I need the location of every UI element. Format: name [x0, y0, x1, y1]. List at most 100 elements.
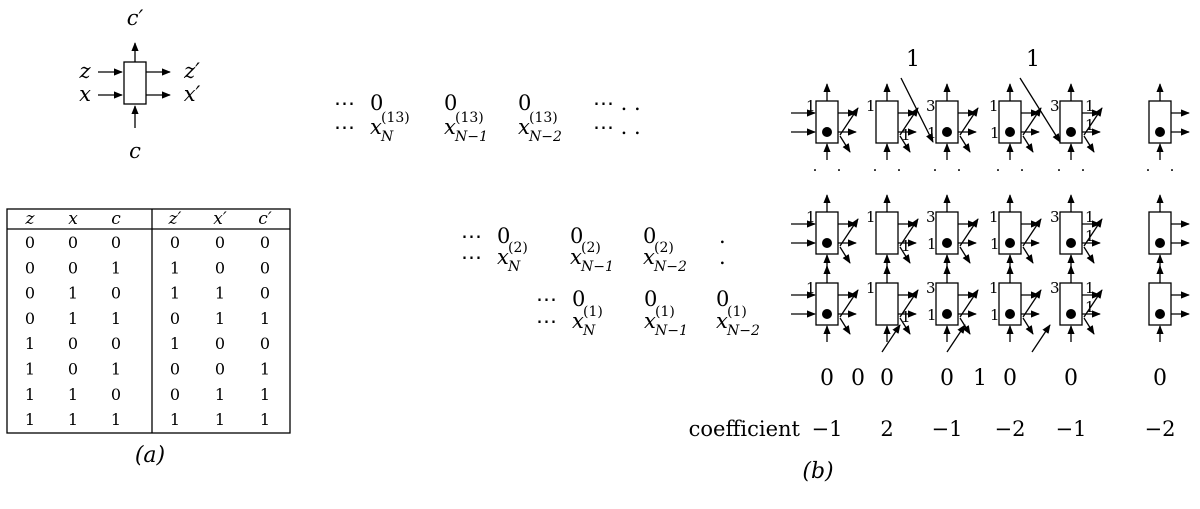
table-cell: 1 [260, 309, 270, 328]
x-superscript: (13) [381, 110, 410, 126]
ellipsis-dot: · [1057, 161, 1062, 179]
table-cell: 1 [68, 410, 78, 429]
weight-dot [1155, 238, 1165, 248]
edge-label-1: 1 [990, 306, 1000, 324]
x-symbol: x [497, 245, 509, 269]
table-cell: 1 [111, 410, 121, 429]
weight-dot [1005, 127, 1015, 137]
diagonal-up-arrow [839, 289, 859, 318]
table-cell: 1 [25, 360, 35, 379]
table-cell: 0 [111, 284, 121, 303]
edge-label-1: 1 [866, 208, 876, 226]
edge-label-1: 1 [989, 208, 999, 226]
coefficient-value: −1 [812, 417, 843, 441]
table-cell: 1 [25, 385, 35, 404]
zero-digit: 0 [643, 224, 656, 248]
x-superscript: (1) [583, 304, 603, 320]
row-13-trailing-dots: ⋯ . . [593, 91, 641, 115]
table-cell: 0 [215, 233, 225, 252]
zero-digit: 0 [572, 287, 585, 311]
edge-label-1: 1 [989, 97, 999, 115]
x-in-label: x [79, 82, 91, 106]
table-header-cell: z [25, 209, 36, 229]
table-frame [6, 208, 291, 434]
cell-diagram: c′ c z x z′ x′ [78, 6, 200, 163]
edge-label-1: 1 [1085, 208, 1095, 226]
diagonal-down-arrow [899, 135, 911, 153]
diagonal-up-arrow [1083, 107, 1103, 136]
table-cell: 1 [215, 284, 225, 303]
table-header-cell: z′ [168, 209, 182, 229]
weight-dot [1005, 238, 1015, 248]
array-cell [1148, 83, 1190, 160]
zero-digit: 0 [716, 287, 729, 311]
x-subscript: N−1 [454, 129, 488, 145]
table-cell: 0 [215, 334, 225, 353]
diagonal-down-arrow [1083, 246, 1095, 264]
bottom-feed-arrow [881, 324, 901, 353]
caption-b: (b) [802, 459, 833, 484]
bottom-value: 1 [973, 366, 987, 391]
x-superscript: (2) [581, 240, 601, 256]
table-cell: 0 [170, 233, 180, 252]
edge-label-3: 3 [1050, 279, 1060, 297]
x-subscript: N−2 [528, 129, 562, 145]
table-cell: 1 [170, 334, 180, 353]
x-subscript: N [582, 323, 596, 339]
dots-top: ⋯ [334, 91, 355, 115]
x-out-label: x′ [184, 82, 201, 106]
z-in-label: z [78, 59, 91, 83]
ellipsis-dot: · [1146, 161, 1151, 179]
weight-dot [1005, 309, 1015, 319]
array-cell: 11 [866, 265, 919, 342]
ellipsis-dot: · [1170, 161, 1175, 179]
x-superscript: (1) [727, 304, 747, 320]
table-header-cell: x′ [213, 209, 227, 229]
table-cell: 1 [215, 410, 225, 429]
diagonal-up-arrow [1022, 107, 1042, 136]
array-cell: 31 [926, 265, 979, 342]
bottom-value: 0 [851, 366, 865, 391]
x-subscript: N−1 [654, 323, 688, 339]
table-cell: 1 [68, 309, 78, 328]
edge-label-3: 3 [926, 208, 936, 226]
coefficient-value: −2 [995, 417, 1026, 441]
ellipsis-dot: · [1020, 161, 1025, 179]
x-superscript: (1) [655, 304, 675, 320]
array-cell: 11 [989, 194, 1042, 271]
cell-box [875, 211, 899, 255]
diagonal-down-arrow [839, 135, 851, 153]
edge-label-1: 1 [901, 308, 911, 326]
x-symbol: x [716, 309, 728, 333]
array-cell [1148, 265, 1190, 342]
table-cell: 1 [260, 410, 270, 429]
dots-top: ⋯ [536, 287, 557, 311]
table-cell: 0 [25, 309, 35, 328]
table-cell: 1 [215, 309, 225, 328]
edge-label-1: 1 [866, 279, 876, 297]
table-header-cell: x [68, 209, 78, 229]
table-cell: 1 [170, 284, 180, 303]
table-header-cell: c [111, 209, 121, 229]
feed-arrow [900, 77, 934, 143]
array-cell: 1 [791, 194, 859, 271]
bottom-value: 0 [1153, 366, 1167, 391]
edge-label-1: 1 [990, 124, 1000, 142]
diagonal-up-arrow [839, 218, 859, 247]
dots-bottom: ⋯ [461, 245, 482, 269]
ellipsis-dot: · [933, 161, 938, 179]
edge-label-1: 1 [901, 237, 911, 255]
table-cell: 1 [260, 385, 270, 404]
table-cell: 0 [170, 385, 180, 404]
table-cell: 0 [170, 360, 180, 379]
table-cell: 1 [111, 309, 121, 328]
